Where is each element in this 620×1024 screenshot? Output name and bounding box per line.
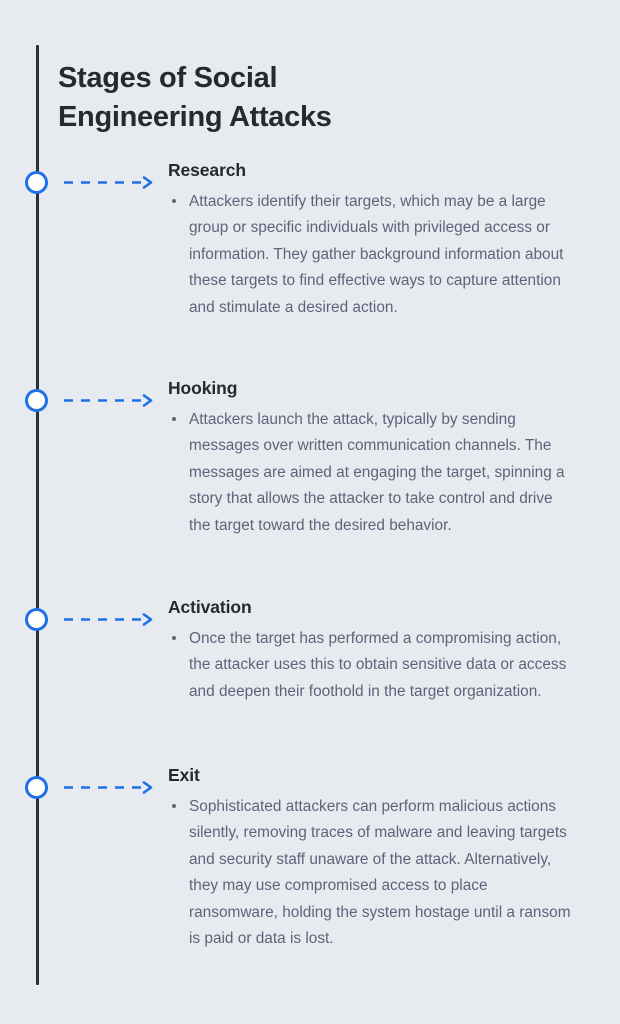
page-title-line-2: Engineering Attacks <box>58 100 332 133</box>
stage-title-research: Research <box>168 160 247 180</box>
stage-body-hooking: Hooking Attackers launch the attack, typ… <box>168 377 574 539</box>
stage-title-exit: Exit <box>168 765 200 785</box>
stage-bullets-research: Attackers identify their targets, which … <box>168 189 574 321</box>
bullet-dot-icon <box>172 416 176 421</box>
list-item: Once the target has performed a compromi… <box>168 626 574 705</box>
stage-body-research: Research Attackers identify their target… <box>168 159 574 321</box>
list-item-text: Attackers identify their targets, which … <box>189 192 564 316</box>
dashed-arrow-icon <box>62 781 160 794</box>
list-item: Attackers launch the attack, typically b… <box>168 407 574 539</box>
list-item: Attackers identify their targets, which … <box>168 189 574 321</box>
circle-node-icon <box>25 608 48 631</box>
stage-bullets-activation: Once the target has performed a compromi… <box>168 626 574 705</box>
bullet-dot-icon <box>172 198 176 203</box>
circle-node-icon <box>25 171 48 194</box>
list-item-text: Attackers launch the attack, typically b… <box>189 410 565 534</box>
stage-bullets-hooking: Attackers launch the attack, typically b… <box>168 407 574 539</box>
stage-title-activation: Activation <box>168 597 252 617</box>
dashed-arrow-icon <box>62 176 160 189</box>
circle-node-icon <box>25 776 48 799</box>
bullet-dot-icon <box>172 803 176 808</box>
stage-bullets-exit: Sophisticated attackers can perform mali… <box>168 794 574 953</box>
stage-body-activation: Activation Once the target has performed… <box>168 596 574 705</box>
list-item-text: Sophisticated attackers can perform mali… <box>189 797 571 948</box>
list-item: Sophisticated attackers can perform mali… <box>168 794 574 953</box>
circle-node-icon <box>25 389 48 412</box>
stage-body-exit: Exit Sophisticated attackers can perform… <box>168 764 574 953</box>
bullet-dot-icon <box>172 635 176 640</box>
stage-title-hooking: Hooking <box>168 378 238 398</box>
timeline-spine <box>36 45 39 985</box>
dashed-arrow-icon <box>62 613 160 626</box>
page-title: Stages of Social Engineering Attacks <box>58 59 478 136</box>
list-item-text: Once the target has performed a compromi… <box>189 629 567 700</box>
page-title-line-1: Stages of Social <box>58 62 278 95</box>
dashed-arrow-icon <box>62 394 160 407</box>
